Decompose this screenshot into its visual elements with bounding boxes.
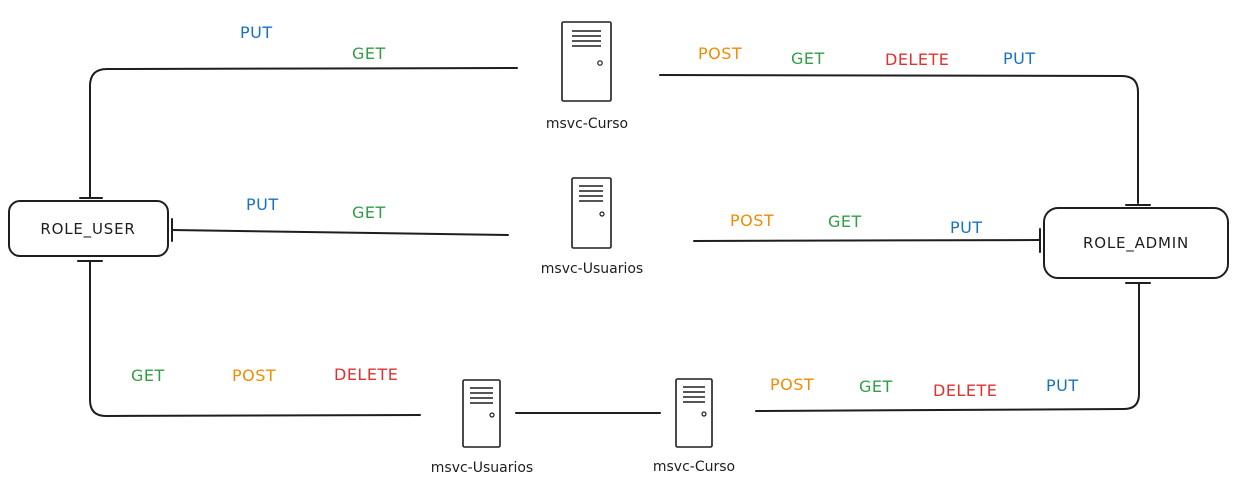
method-post-label: POST <box>698 44 742 63</box>
server-usuarios-bottom[interactable]: msvc-Usuarios <box>431 379 533 476</box>
server-curso-top[interactable]: msvc-Curso <box>546 21 628 132</box>
role-user-node[interactable]: ROLE_USER <box>8 200 169 257</box>
connectors <box>77 67 1151 417</box>
method-put-label: PUT <box>1046 376 1079 395</box>
server-icon <box>561 21 612 102</box>
method-put-label: PUT <box>246 195 279 214</box>
server-label: msvc-Usuarios <box>431 460 533 476</box>
server-icon <box>675 378 713 448</box>
method-get-label: GET <box>828 212 862 231</box>
role-user-label: ROLE_USER <box>40 220 135 239</box>
edge-user-curso-top <box>89 67 518 199</box>
method-put-label: PUT <box>240 23 273 42</box>
edge-curso-top-admin <box>659 74 1139 204</box>
method-put-label: PUT <box>950 218 983 237</box>
server-icon <box>462 379 501 448</box>
method-put-label: PUT <box>1003 49 1036 68</box>
method-get-label: GET <box>352 203 386 222</box>
method-get-label: GET <box>131 366 165 385</box>
method-get-label: GET <box>859 377 893 396</box>
method-post-label: POST <box>730 211 774 230</box>
method-delete-label: DELETE <box>885 50 949 69</box>
server-label: msvc-Usuarios <box>541 261 643 277</box>
edge-user-usuarios-mid <box>171 229 509 236</box>
edge-usuarios-mid-admin <box>693 239 1041 242</box>
edge-curso-bottom-admin <box>755 282 1140 412</box>
method-post-label: POST <box>770 375 814 394</box>
role-admin-label: ROLE_ADMIN <box>1083 234 1189 253</box>
method-get-label: GET <box>352 44 386 63</box>
server-curso-bottom[interactable]: msvc-Curso <box>653 378 735 475</box>
method-delete-label: DELETE <box>933 381 997 400</box>
server-label: msvc-Curso <box>546 116 628 132</box>
method-post-label: POST <box>232 366 276 385</box>
server-usuarios-mid[interactable]: msvc-Usuarios <box>541 177 643 277</box>
edge-user-usuarios-bottom <box>89 261 421 417</box>
server-label: msvc-Curso <box>653 459 735 475</box>
method-labels: PUT GET POST GET DELETE PUT PUT GET POST… <box>131 23 1079 400</box>
method-get-label: GET <box>791 49 825 68</box>
server-icon <box>571 177 612 249</box>
role-admin-node[interactable]: ROLE_ADMIN <box>1043 207 1229 279</box>
method-delete-label: DELETE <box>334 365 398 384</box>
